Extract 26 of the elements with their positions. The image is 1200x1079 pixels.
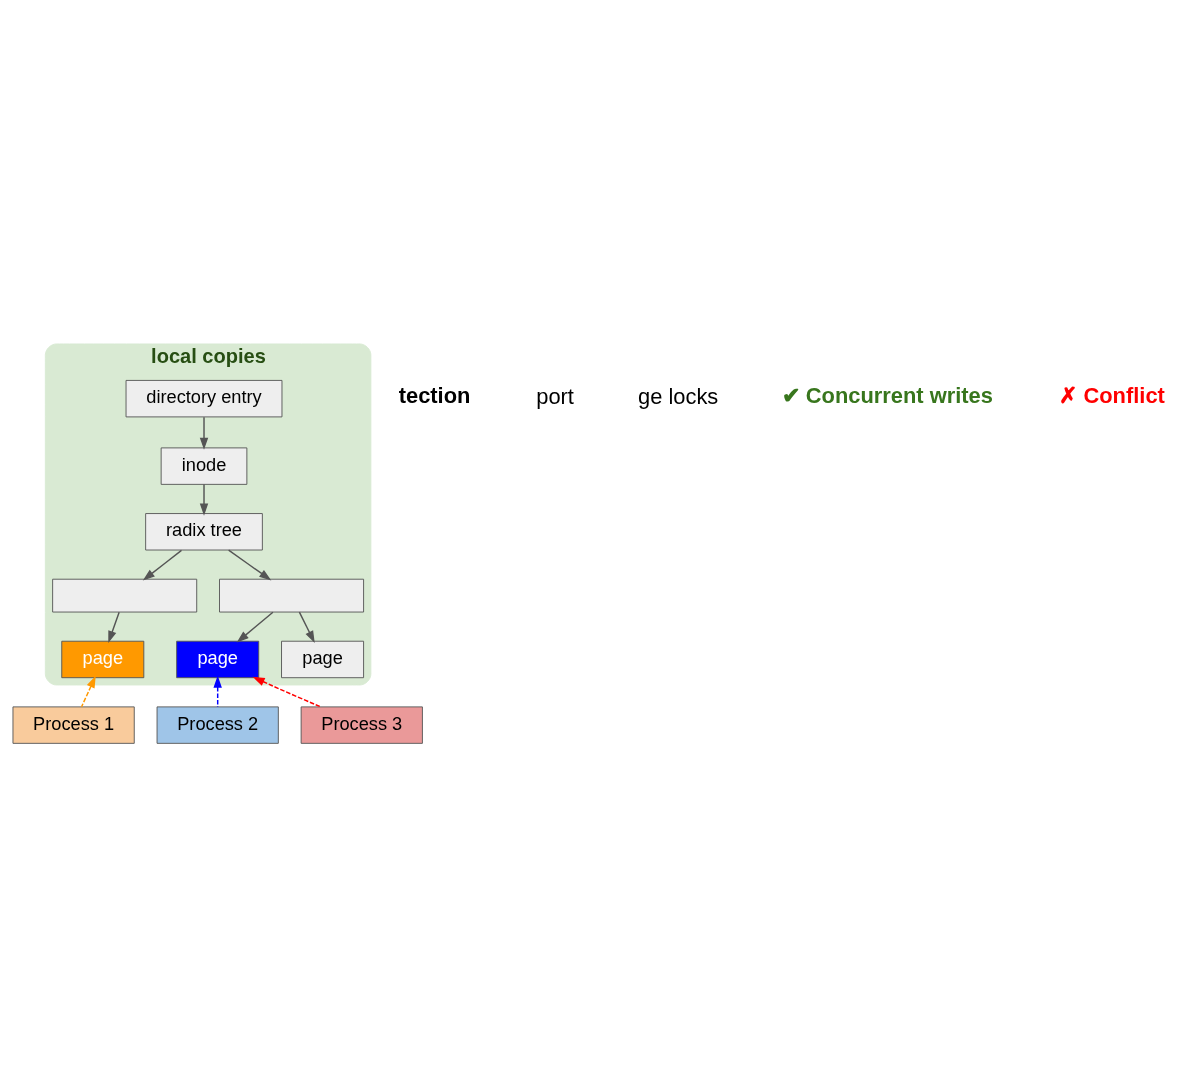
arrow bbox=[227, 548, 272, 580]
node-box: page bbox=[61, 640, 145, 678]
node-box: inode bbox=[160, 446, 248, 485]
node-box bbox=[219, 578, 365, 612]
arrow bbox=[199, 483, 209, 516]
label: port bbox=[536, 383, 574, 409]
label: tection bbox=[398, 382, 471, 408]
arrow bbox=[108, 610, 120, 643]
label: ✗ Conflict bbox=[1059, 382, 1165, 408]
node-box: page bbox=[176, 640, 260, 678]
node-box: page bbox=[281, 640, 365, 678]
arrow bbox=[142, 549, 183, 581]
label: ge locks bbox=[638, 383, 719, 409]
node-box: Process 2 bbox=[156, 705, 279, 744]
arrow bbox=[298, 610, 315, 643]
arrow bbox=[80, 675, 96, 707]
node-box: Process 1 bbox=[12, 705, 135, 744]
node-box: directory entry bbox=[125, 379, 283, 417]
arrow bbox=[199, 415, 209, 450]
node-box bbox=[52, 578, 198, 612]
arrow bbox=[252, 676, 322, 707]
arrow bbox=[236, 610, 274, 643]
node-box: Process 3 bbox=[300, 705, 423, 744]
label: ✔ Concurrent writes bbox=[781, 382, 993, 408]
node-box: radix tree bbox=[145, 512, 263, 550]
arrow bbox=[213, 675, 222, 707]
